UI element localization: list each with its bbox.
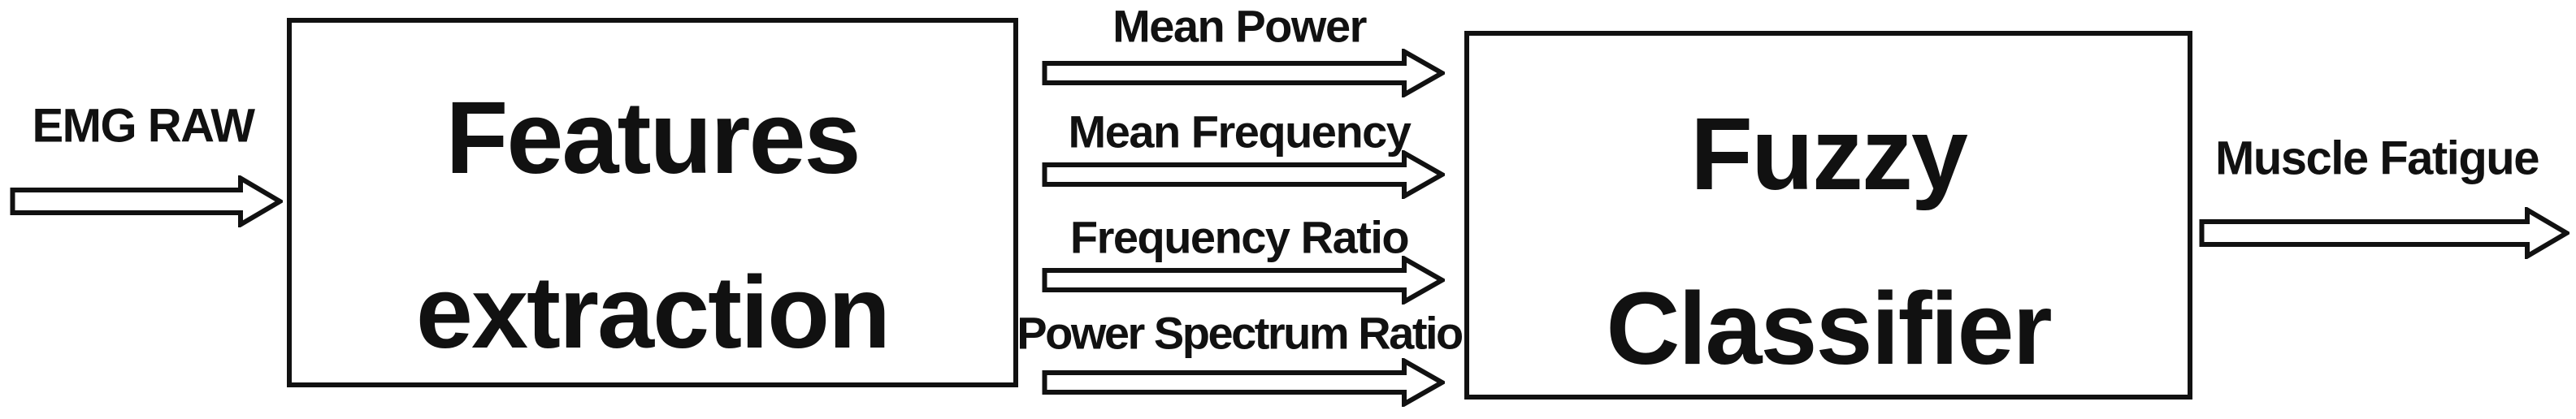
input-flow-arrow-icon bbox=[10, 175, 283, 227]
signal-label-mean-power: Mean Power bbox=[1112, 0, 1367, 52]
fuzzy-classifier-label-line2: Classifier bbox=[1606, 271, 2052, 386]
signal-arrow-mean-frequency-icon bbox=[1042, 150, 1445, 199]
output-flow-arrow-icon bbox=[2199, 207, 2569, 259]
features-extraction-box: Features extraction bbox=[287, 18, 1018, 387]
signal-arrow-mean-power-icon bbox=[1042, 49, 1445, 97]
signal-label-power-spectrum-ratio: Power Spectrum Ratio bbox=[1017, 307, 1464, 359]
output-signal-label: Muscle Fatigue bbox=[2215, 132, 2539, 185]
features-extraction-label-line2: extraction bbox=[415, 255, 891, 369]
signal-label-frequency-ratio: Frequency Ratio bbox=[1069, 211, 1410, 263]
input-signal-label: EMG RAW bbox=[32, 99, 255, 153]
fuzzy-classifier-box: Fuzzy Classifier bbox=[1464, 31, 2192, 400]
signal-arrow-power-spectrum-ratio-icon bbox=[1042, 358, 1445, 407]
signal-arrow-frequency-ratio-icon bbox=[1042, 256, 1445, 305]
fuzzy-classifier-label-line1: Fuzzy bbox=[1689, 97, 1968, 211]
signal-label-mean-frequency: Mean Frequency bbox=[1068, 106, 1412, 158]
features-extraction-label-line1: Features bbox=[445, 80, 861, 195]
